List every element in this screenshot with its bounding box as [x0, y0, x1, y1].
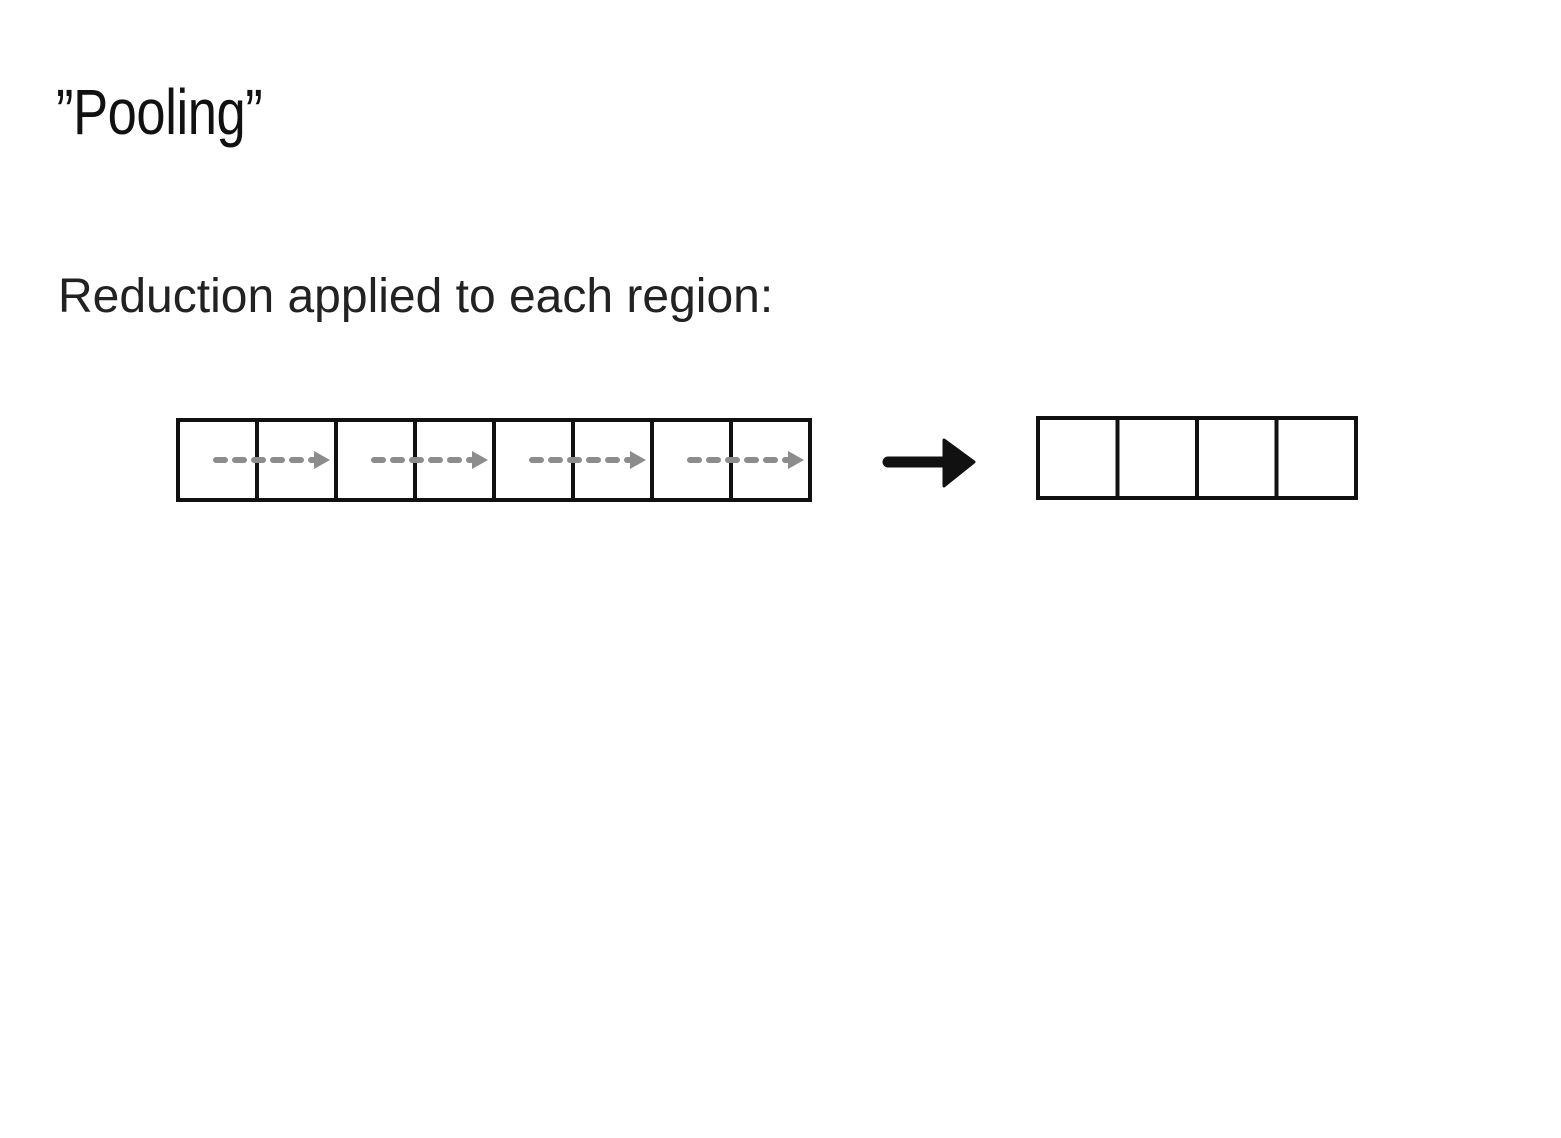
dashed-arrow-icon — [213, 451, 330, 469]
right-arrow-icon — [882, 438, 976, 488]
dashed-arrow-head — [630, 451, 646, 469]
dashed-arrow-icon — [371, 451, 488, 469]
dashed-arrow-head — [314, 451, 330, 469]
slide-subtitle: Reduction applied to each region: — [58, 270, 774, 323]
dashed-arrow-icon — [687, 451, 804, 469]
output-cell — [1274, 416, 1358, 500]
pooling-region-arrows — [213, 451, 804, 469]
output-array — [1036, 416, 1358, 500]
output-cell — [1195, 416, 1279, 500]
dashed-arrow-head — [788, 451, 804, 469]
arrow-head — [942, 438, 976, 488]
dashed-arrow-icon — [529, 451, 646, 469]
dashed-arrow-head — [472, 451, 488, 469]
slide-title: ”Pooling” — [56, 76, 263, 148]
output-cell — [1115, 416, 1199, 500]
output-cell — [1036, 416, 1120, 500]
